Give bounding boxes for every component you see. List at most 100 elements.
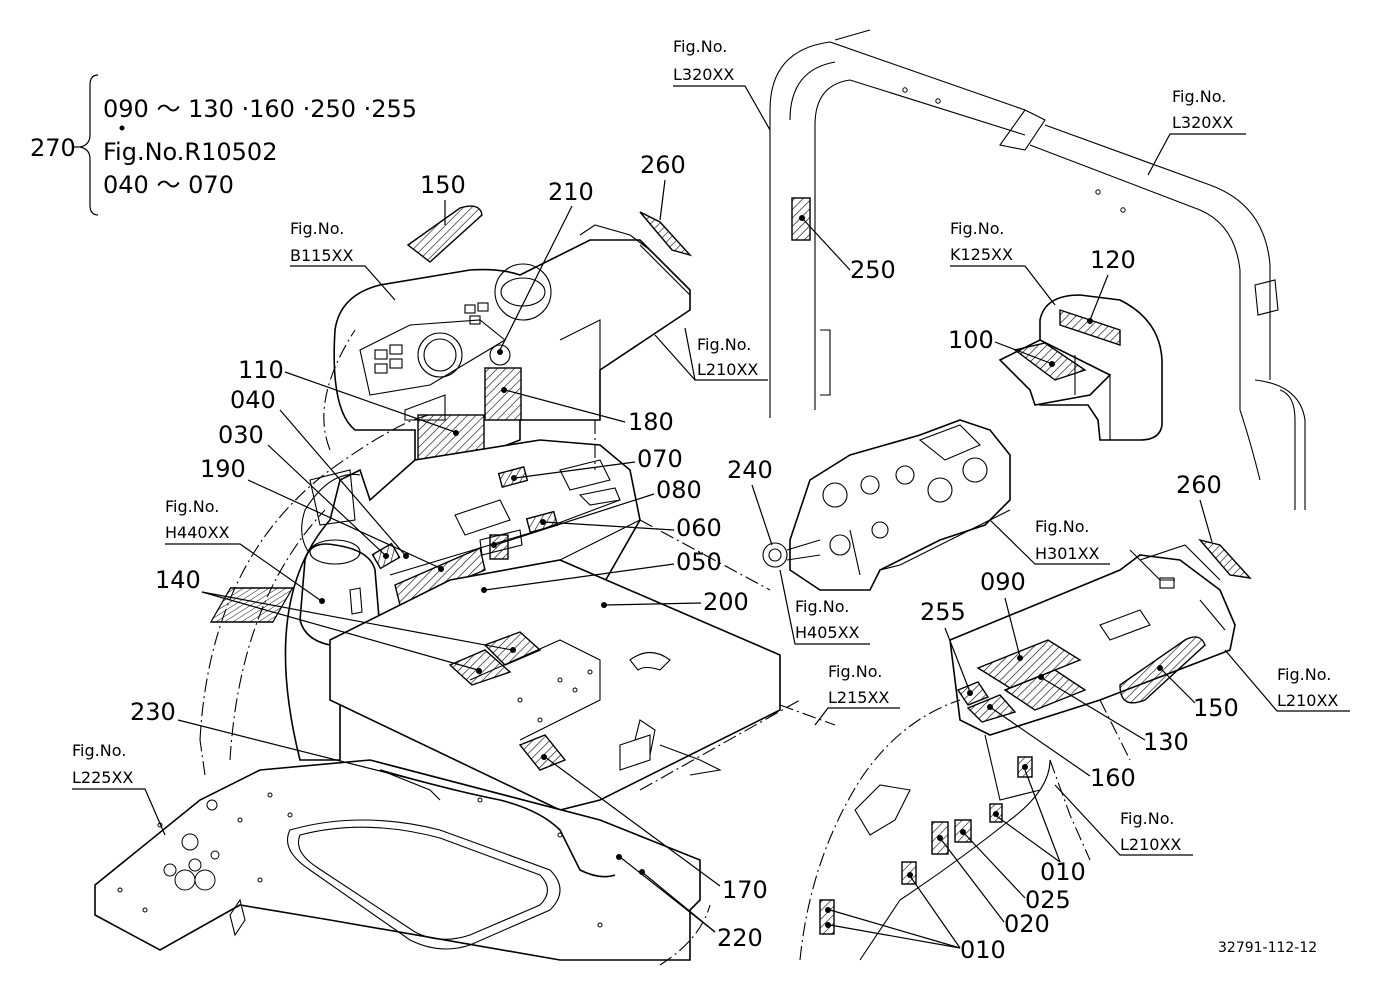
svg-text:150: 150 (420, 171, 466, 199)
lower-right-fender (799, 699, 1131, 961)
legend-line-2: Fig.No.R10502 (103, 138, 277, 166)
decal-190 (394, 547, 486, 606)
fig-ref-h405: Fig.No. H405XX (779, 569, 870, 645)
svg-text:H405XX: H405XX (795, 623, 860, 642)
svg-text:110: 110 (238, 356, 284, 384)
callout-210: 210 (497, 178, 594, 355)
legend-label: 270 (30, 134, 76, 162)
svg-text:140: 140 (155, 566, 201, 594)
decal-100 (1013, 342, 1087, 381)
callout-190: 190 (200, 455, 444, 572)
svg-text:Fig.No.: Fig.No. (697, 335, 751, 354)
callout-150-top: 150 (420, 171, 466, 225)
svg-text:H440XX: H440XX (165, 523, 230, 542)
svg-text:B115XX: B115XX (290, 246, 353, 265)
svg-text:Fig.No.: Fig.No. (1035, 517, 1089, 536)
fig-ref-k125: Fig.No. K125XX (950, 219, 1056, 306)
svg-text:Fig.No.: Fig.No. (1120, 809, 1174, 828)
fig-ref-l210-c: Fig.No. L210XX (1054, 784, 1193, 856)
callout-160: 160 (987, 704, 1136, 792)
fig-ref-l320-right: Fig.No. L320XX (1147, 87, 1246, 176)
fig-ref-b115: Fig.No. B115XX (290, 219, 396, 301)
callout-070: 070 (511, 445, 683, 481)
svg-text:090: 090 (980, 568, 1026, 596)
svg-text:200: 200 (703, 588, 749, 616)
decal-260-top (639, 211, 693, 257)
callout-260-right: 260 (1176, 471, 1222, 543)
fig-ref-l210-b: Fig.No. L210XX (1224, 649, 1350, 712)
svg-text:210: 210 (548, 178, 594, 206)
svg-text:010: 010 (1040, 858, 1086, 886)
callout-220: 220 (616, 854, 763, 952)
center-floor (329, 559, 781, 811)
callout-200: 200 (601, 588, 749, 616)
callout-040: 040 (230, 386, 409, 559)
svg-text:L320XX: L320XX (1172, 113, 1233, 132)
svg-text:070: 070 (637, 445, 683, 473)
svg-text:010: 010 (960, 936, 1006, 964)
svg-text:040: 040 (230, 386, 276, 414)
decal-255 (956, 681, 990, 706)
callout-140: 140 (155, 566, 516, 674)
callout-120: 120 (1087, 246, 1136, 324)
decal-260-right (1198, 538, 1252, 579)
guide-lines (199, 329, 836, 966)
decal-040 (489, 534, 509, 560)
callout-020: 020 (937, 835, 1050, 938)
callout-250: 250 (799, 215, 896, 284)
svg-text:240: 240 (727, 456, 773, 484)
callout-150-right: 150 (1157, 665, 1239, 722)
svg-text:080: 080 (656, 476, 702, 504)
svg-text:020: 020 (1004, 910, 1050, 938)
legend-line-1: 090 〜 130 ·160 ·250 ·255 (103, 95, 417, 123)
fig-ref-l225: Fig.No. L225XX (72, 741, 166, 836)
callout-010-upper: 010 (993, 764, 1086, 886)
callout-060: 060 (540, 514, 722, 542)
callout-080: 080 (491, 476, 702, 548)
svg-text:180: 180 (628, 408, 674, 436)
svg-text:Fig.No.: Fig.No. (1277, 665, 1331, 684)
svg-text:100: 100 (948, 326, 994, 354)
svg-text:L225XX: L225XX (72, 768, 133, 787)
svg-text:Fig.No.: Fig.No. (795, 597, 849, 616)
svg-text:L320XX: L320XX (673, 65, 734, 84)
svg-text:150: 150 (1193, 694, 1239, 722)
svg-text:L210XX: L210XX (697, 360, 758, 379)
svg-text:Fig.No.: Fig.No. (950, 219, 1004, 238)
decal-090 (976, 639, 1082, 689)
rops-frame (769, 29, 1306, 510)
callout-100: 100 (948, 326, 1055, 367)
decal-150 (406, 205, 483, 263)
instrument-panel (333, 224, 691, 482)
callout-050: 050 (481, 548, 722, 593)
svg-text:260: 260 (640, 151, 686, 179)
callout-130: 130 (1038, 674, 1189, 756)
svg-text:190: 190 (200, 455, 246, 483)
decal-120 (1059, 309, 1121, 346)
callout-030: 030 (218, 421, 389, 559)
callout-180: 180 (501, 387, 674, 436)
svg-text:Fig.No.: Fig.No. (673, 37, 727, 56)
svg-text:H301XX: H301XX (1035, 544, 1100, 563)
svg-text:160: 160 (1090, 764, 1136, 792)
callout-260-top: 260 (640, 151, 686, 221)
fig-ref-h301: Fig.No. H301XX (989, 517, 1110, 565)
fig-ref-l215: Fig.No. L215XX (814, 662, 900, 726)
callout-230: 230 (130, 698, 456, 791)
reflector-group-010 (819, 756, 1033, 935)
decal-180 (484, 367, 522, 421)
callout-240: 240 (727, 456, 773, 546)
callout-255: 255 (920, 598, 973, 696)
svg-text:260: 260 (1176, 471, 1222, 499)
svg-text:L210XX: L210XX (1120, 835, 1181, 854)
fig-ref-h440: Fig.No. H440XX (165, 497, 325, 604)
hydraulic-valve-h301 (762, 419, 1011, 591)
drawing-code: 32791-112-12 (1218, 940, 1317, 956)
svg-text:L215XX: L215XX (828, 688, 889, 707)
callout-010-lower: 010 (825, 872, 1006, 964)
svg-text:250: 250 (850, 256, 896, 284)
svg-text:030: 030 (218, 421, 264, 449)
floor-plate-l225 (94, 759, 701, 961)
svg-text:060: 060 (676, 514, 722, 542)
